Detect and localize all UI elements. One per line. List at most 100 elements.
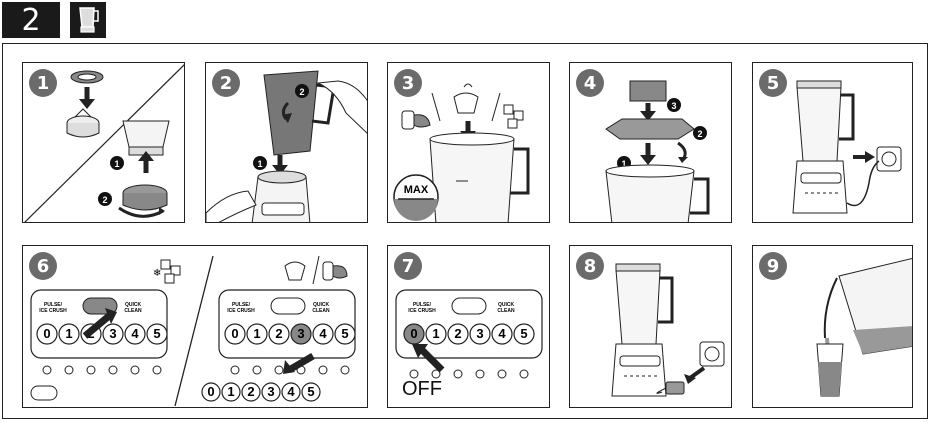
blender-jar-icon xyxy=(70,2,106,38)
speed-button-label: 4 xyxy=(498,326,506,341)
speed-button-0 xyxy=(224,323,246,345)
program-icon xyxy=(318,365,328,375)
speed-button-2 xyxy=(447,323,469,345)
speed-button-label: 3 xyxy=(476,326,483,341)
program-icon xyxy=(453,369,463,379)
program-icon xyxy=(152,365,162,375)
speed-button-label: 3 xyxy=(109,326,116,341)
instruction-frame xyxy=(2,43,928,419)
speed-button-5 xyxy=(513,323,535,345)
panel-5: 5 xyxy=(752,62,913,223)
panel-2: 2 1 2 xyxy=(205,62,368,223)
speed-button-1 xyxy=(58,323,80,345)
speed-button-2 xyxy=(241,382,261,402)
svg-text:CLEAN: CLEAN xyxy=(497,308,515,314)
svg-text:ICE CRUSH: ICE CRUSH xyxy=(408,308,436,314)
speed-button-label: 5 xyxy=(520,326,527,341)
program-icon xyxy=(274,365,284,375)
panel-number: 7 xyxy=(394,252,422,280)
speed-button-3 xyxy=(102,323,124,345)
program-icon xyxy=(409,369,419,379)
speed-button-label: 4 xyxy=(287,384,295,399)
speed-button-label: 4 xyxy=(131,326,139,341)
panel-9: 9 xyxy=(752,245,913,408)
speed-button-3 xyxy=(261,382,281,402)
speed-button-label: 2 xyxy=(275,326,282,341)
program-icon xyxy=(519,369,529,379)
callout-1: 1 xyxy=(114,159,119,169)
speed-button-label: 5 xyxy=(307,384,314,399)
speed-button-5 xyxy=(146,323,168,345)
panel-4: 3 2 1 4 xyxy=(569,62,732,223)
speed-button-1 xyxy=(246,323,268,345)
speed-button-1 xyxy=(221,382,241,402)
panel-number: 3 xyxy=(394,69,422,97)
callout-2: 2 xyxy=(697,129,702,139)
speed-button-4 xyxy=(281,382,301,402)
speed-button-3 xyxy=(290,323,312,345)
speed-button-label: 3 xyxy=(297,326,304,341)
speed-button-label: 1 xyxy=(253,326,260,341)
program-icon xyxy=(252,365,262,375)
svg-text:❄: ❄ xyxy=(153,268,161,279)
speed-button-label: 0 xyxy=(231,326,238,341)
svg-text:CLEAN: CLEAN xyxy=(124,308,142,314)
speed-button-label: 1 xyxy=(432,326,439,341)
panel-number: 5 xyxy=(759,69,787,97)
panel-8: 8 xyxy=(569,245,732,408)
speed-button-5 xyxy=(334,323,356,345)
svg-text:QUICK: QUICK xyxy=(498,302,515,308)
panel-number: 1 xyxy=(29,69,57,97)
speed-button-label: 4 xyxy=(319,326,327,341)
svg-text:PULSE/: PULSE/ xyxy=(232,302,251,308)
program-icon xyxy=(86,365,96,375)
panel-number: 2 xyxy=(212,69,240,97)
speed-button-4 xyxy=(312,323,334,345)
panel-3: MAX 3 xyxy=(387,62,550,223)
panel-number: 6 xyxy=(29,252,57,280)
svg-text:CLEAN: CLEAN xyxy=(312,308,330,314)
speed-button-5 xyxy=(301,382,321,402)
program-icon xyxy=(497,369,507,379)
speed-button-label: 5 xyxy=(153,326,160,341)
svg-text:ICE CRUSH: ICE CRUSH xyxy=(227,308,255,314)
program-icon xyxy=(230,365,240,375)
speed-button-1 xyxy=(425,323,447,345)
speed-button-4 xyxy=(491,323,513,345)
svg-text:QUICK: QUICK xyxy=(313,302,330,308)
program-icon xyxy=(340,365,350,375)
program-icon xyxy=(42,365,52,375)
callout-3: 3 xyxy=(671,101,676,111)
callout-2: 2 xyxy=(299,87,304,97)
program-icon xyxy=(475,369,485,379)
speed-button-label: 1 xyxy=(65,326,72,341)
callout-1: 1 xyxy=(621,159,626,169)
callout-1: 1 xyxy=(257,159,262,169)
speed-button-3 xyxy=(469,323,491,345)
speed-button-label: 0 xyxy=(43,326,50,341)
step-number: 2 xyxy=(21,2,41,38)
program-icon xyxy=(431,369,441,379)
program-icon xyxy=(130,365,140,375)
speed-button-4 xyxy=(124,323,146,345)
off-label: OFF xyxy=(402,378,442,400)
svg-text:PULSE/: PULSE/ xyxy=(413,302,432,308)
quick-clean-label: QUICK xyxy=(125,302,142,308)
step-header: 2 xyxy=(2,2,106,38)
speed-button-label: 2 xyxy=(247,384,254,399)
panel-1: 1 2 1 xyxy=(22,62,185,223)
callout-2: 2 xyxy=(102,195,107,205)
program-icon xyxy=(108,365,118,375)
max-label: MAX xyxy=(404,184,429,196)
program-icon xyxy=(64,365,74,375)
panel-number: 4 xyxy=(576,69,604,97)
speed-button-label: 5 xyxy=(341,326,348,341)
speed-button-label: 2 xyxy=(454,326,461,341)
speed-button-0 xyxy=(201,382,221,402)
speed-button-label: 1 xyxy=(227,384,234,399)
speed-button-label: 0 xyxy=(410,326,417,341)
svg-text:ICE CRUSH: ICE CRUSH xyxy=(39,308,67,314)
speed-button-label: 0 xyxy=(207,384,214,399)
speed-button-0 xyxy=(36,323,58,345)
